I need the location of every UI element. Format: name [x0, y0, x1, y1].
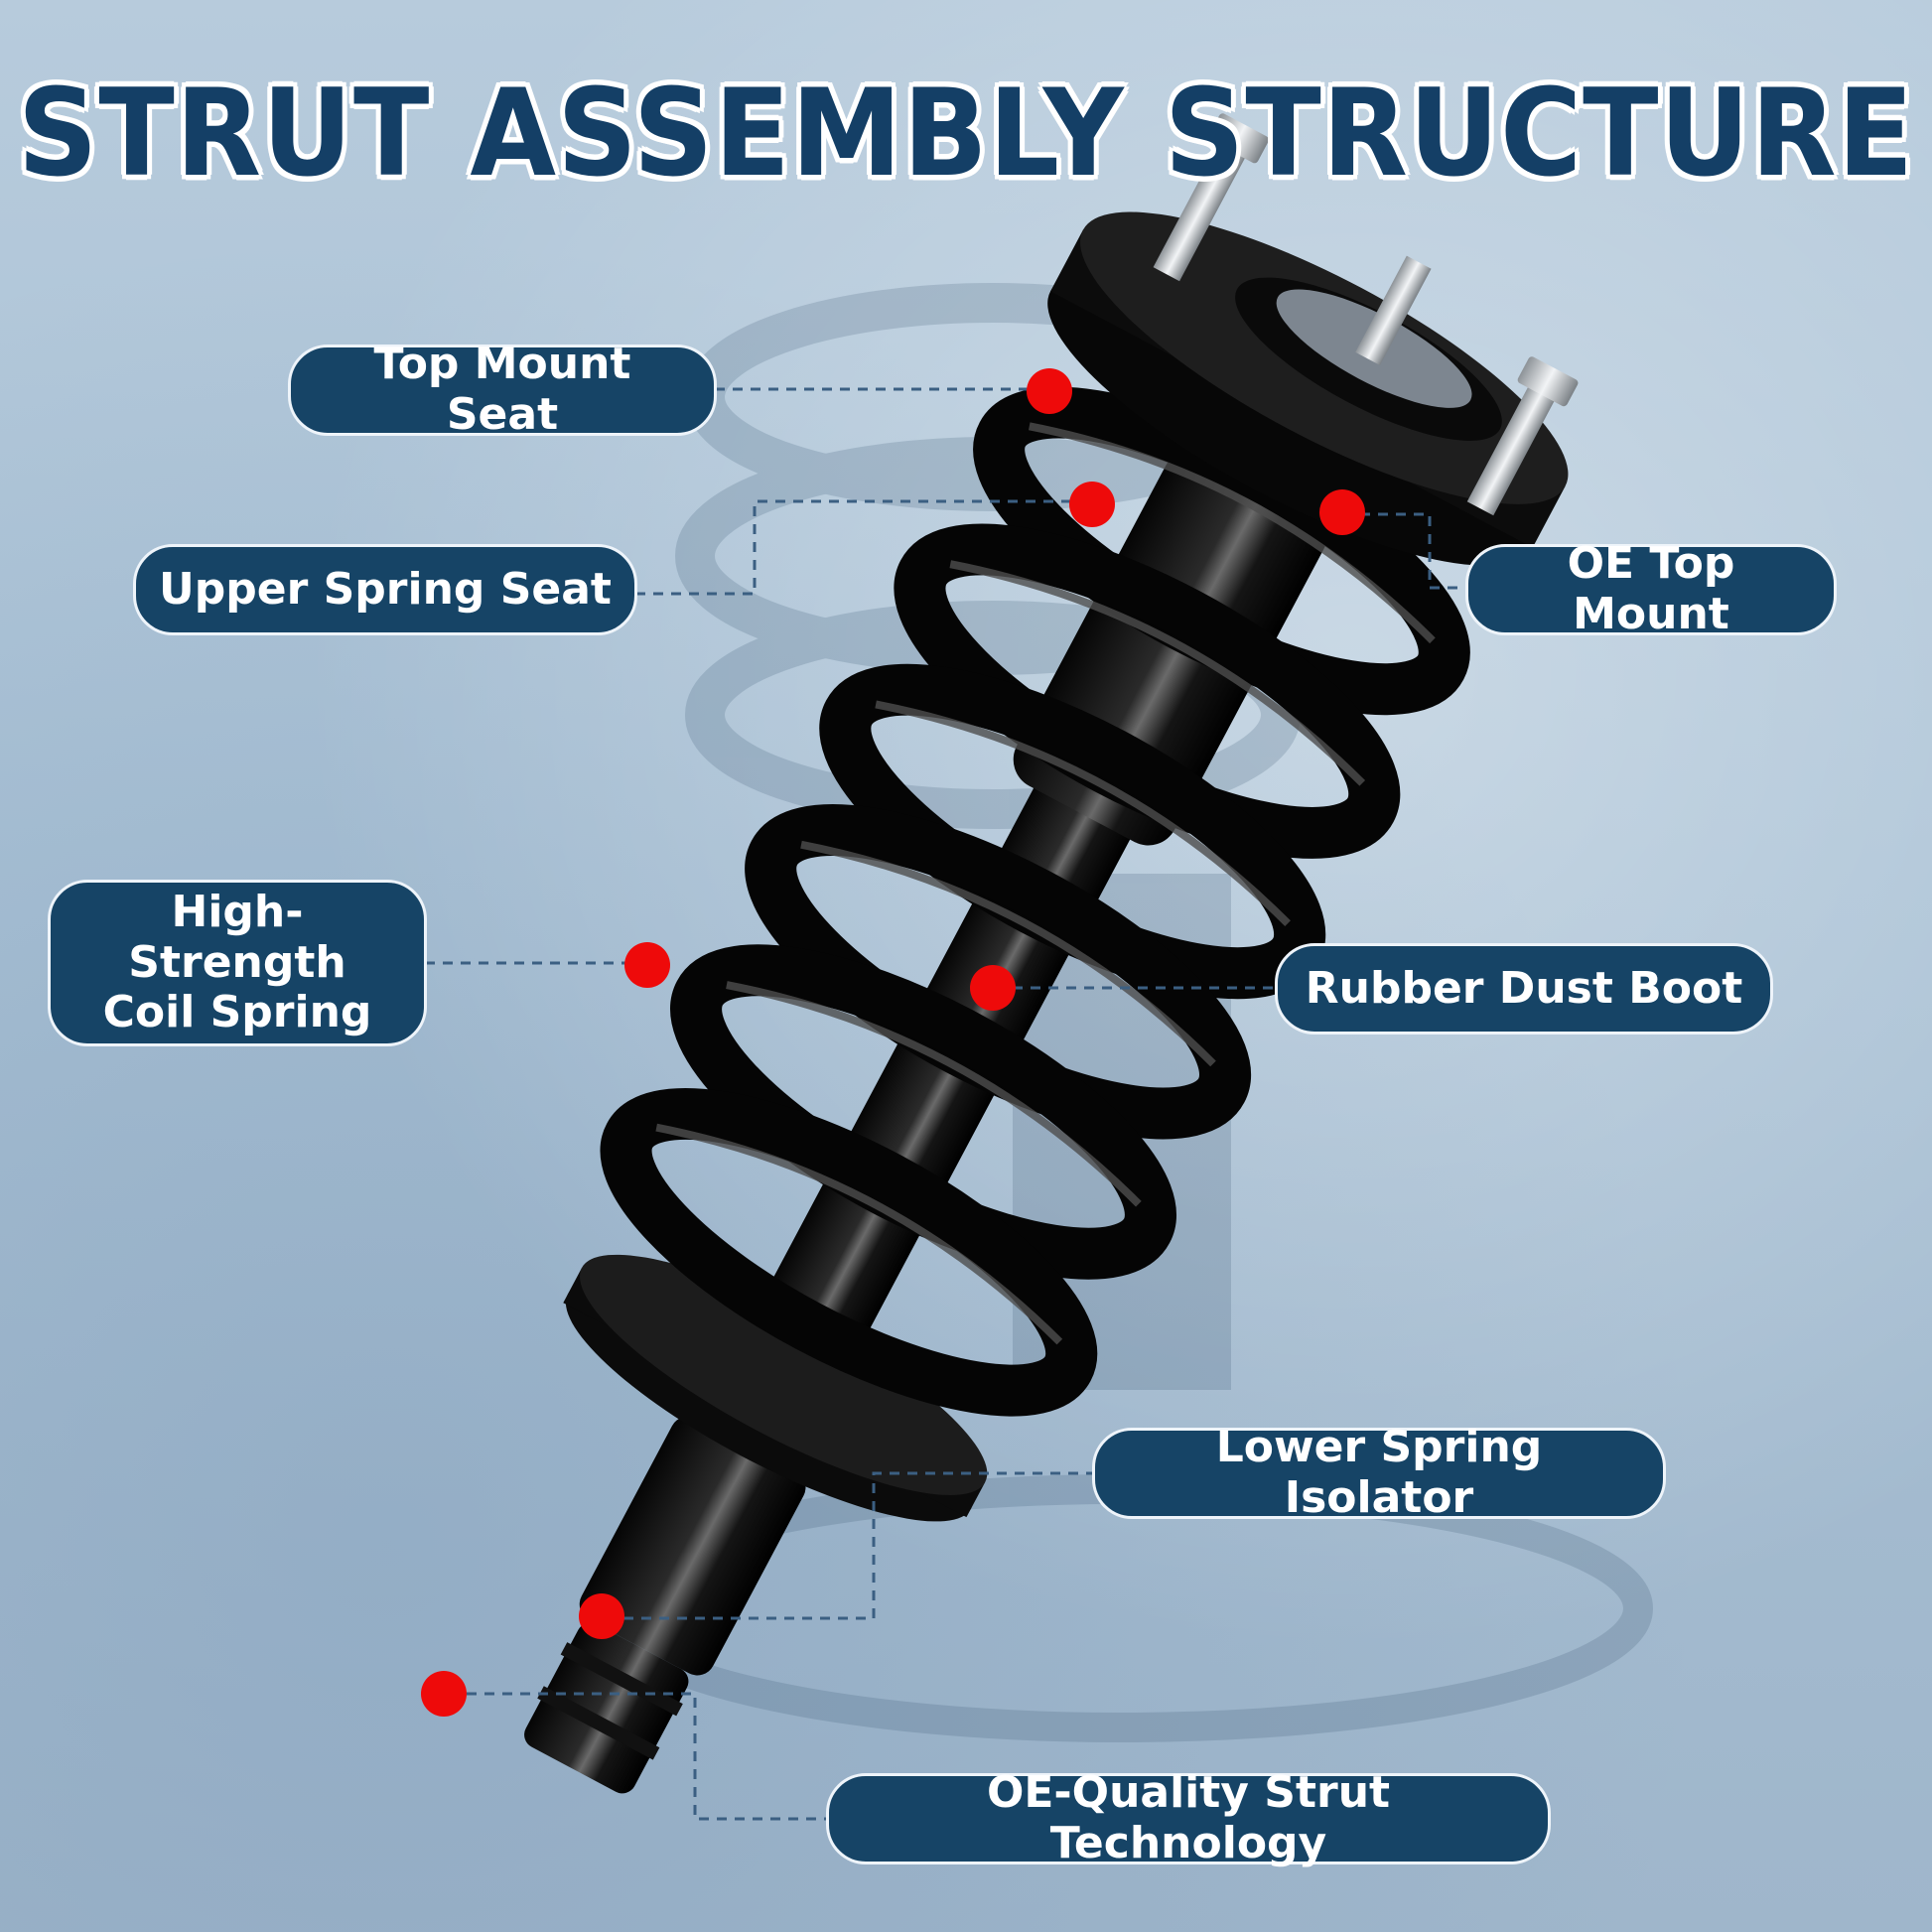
leader-oe-top-mount	[1342, 512, 1467, 590]
lower-spring-seat	[580, 1254, 988, 1495]
markers	[421, 368, 1365, 1717]
marker-lower-spring-isolator	[579, 1593, 624, 1639]
strut-lower-tube	[579, 1416, 806, 1676]
label-oe-quality-strut: OE-Quality Strut Technology	[826, 1768, 1551, 1868]
mounting-bolt-left	[1153, 135, 1250, 282]
marker-rubber-dust-boot	[970, 965, 1016, 1011]
label-coil-spring: High-Strength Coil Spring	[48, 880, 427, 1046]
marker-upper-spring-seat	[1069, 482, 1115, 527]
marker-oe-quality-strut	[421, 1671, 467, 1717]
leader-lower-spring-isolator	[606, 1471, 1094, 1620]
label-coil-spring-line2: Coil Spring	[102, 987, 372, 1038]
label-rubber-dust-boot: Rubber Dust Boot	[1275, 943, 1773, 1035]
marker-oe-top-mount	[1319, 489, 1365, 535]
marker-top-mount-seat	[1027, 368, 1072, 414]
label-coil-spring-line1: High-Strength	[128, 887, 346, 988]
marker-coil-spring	[624, 942, 670, 988]
label-top-mount-seat: Top Mount Seat	[288, 340, 717, 440]
mounting-bolt-right	[1466, 378, 1559, 516]
leader-lines	[425, 387, 1467, 1821]
label-lower-spring-isolator: Lower Spring Isolator	[1092, 1423, 1666, 1523]
leader-upper-spring-seat	[635, 499, 1084, 596]
page-title: STRUT ASSEMBLY STRUCTURE	[17, 64, 1915, 205]
label-upper-spring-seat: Upper Spring Seat	[133, 544, 637, 635]
leader-oe-quality-strut	[449, 1692, 828, 1821]
label-oe-top-mount: OE Top Mount	[1465, 539, 1837, 639]
center-stud	[1355, 255, 1432, 365]
